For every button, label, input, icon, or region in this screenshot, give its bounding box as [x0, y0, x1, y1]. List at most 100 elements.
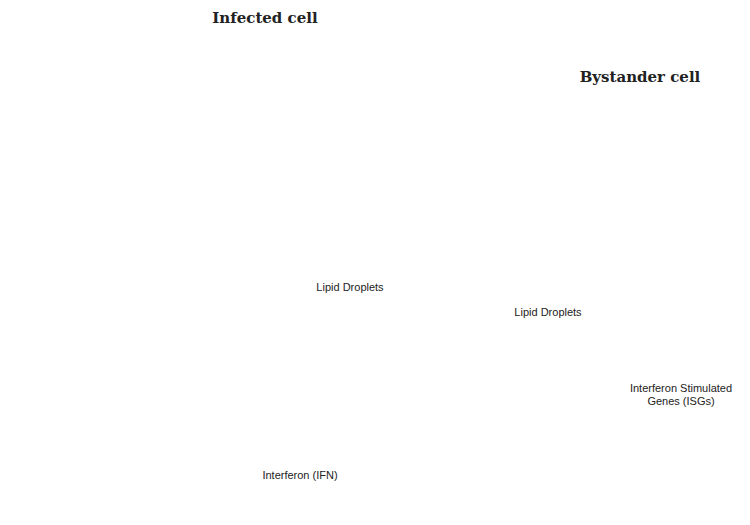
interferon-molecule: [436, 416, 450, 430]
dna-helix: [718, 427, 719, 436]
dna-helix: [131, 296, 132, 300]
inhibition-symbol: [646, 110, 656, 140]
lipid-droplet: [295, 243, 305, 253]
dna-helix: [176, 295, 177, 300]
dna-helix: [246, 293, 247, 302]
dna-helix: [653, 427, 654, 437]
up-arrow: [537, 271, 553, 282]
inhibition-symbol: [646, 110, 673, 140]
virion: [461, 85, 481, 105]
viral-rna: [122, 151, 202, 159]
nucleus: [119, 261, 263, 363]
dna-helix: [128, 293, 254, 303]
dna-helix: [713, 430, 714, 434]
dna-helix: [608, 427, 609, 436]
signal-arrow: [322, 417, 430, 452]
droplet-label: Lipid Droplets: [316, 281, 383, 294]
dna-helix: [688, 431, 689, 432]
lipid-droplet: [534, 179, 546, 191]
lipid-droplet: [261, 152, 637, 303]
virion: [265, 91, 285, 111]
lipid-droplet: [361, 186, 369, 194]
signal-arrow: [664, 150, 741, 372]
dna-helix: [668, 431, 669, 434]
dna-helix: [703, 428, 704, 436]
lipid-droplet: [392, 199, 408, 215]
signal-arrow: [178, 160, 320, 266]
dna-helix: [128, 293, 254, 303]
dna-helix: [673, 428, 674, 436]
dna-helix: [196, 297, 197, 300]
dna-helix: [678, 427, 679, 437]
virion: [613, 115, 633, 135]
droplet-label-holder: Lipid Droplets: [514, 306, 581, 319]
virus-particle: [90, 85, 111, 106]
lipid-droplet: [261, 201, 283, 223]
droplet-label: Lipid Droplets: [514, 306, 581, 319]
dna-helix: [698, 427, 699, 437]
signal-arrow: [112, 446, 288, 468]
interferon-molecule: [288, 376, 296, 384]
interferon-molecule: [270, 369, 282, 381]
bystander-cell-outline: [450, 100, 750, 520]
dna-helix: [600, 427, 722, 437]
dna-helix: [638, 428, 639, 436]
ifn-receptor: [465, 422, 481, 433]
virus-particle: [10, 18, 66, 66]
dna-helix: [628, 428, 629, 436]
ifn-receptor: [468, 403, 485, 422]
lipid-droplet: [615, 259, 637, 281]
entry-arrow: [116, 104, 168, 124]
node-label: Interferon Stimulated Genes (ISGs): [615, 382, 747, 408]
dna-helix: [693, 429, 694, 436]
bystander-cell-outline: [450, 100, 750, 520]
dna-helix: [643, 431, 644, 432]
virus-particle: [26, 36, 50, 49]
ifn-receptor: [489, 386, 509, 402]
dna-helix: [618, 429, 619, 434]
dna-helix: [171, 297, 172, 298]
dna-helix: [603, 430, 604, 434]
lipid-droplet: [565, 201, 579, 215]
dna-helix: [161, 293, 162, 303]
lipid-droplet: [543, 241, 553, 251]
up-arrow: [544, 278, 547, 300]
dna-helix: [648, 429, 649, 434]
dna-helix: [251, 293, 252, 303]
interferon-label-holder: Interferon (IFN): [262, 469, 337, 482]
dna-helix: [216, 297, 217, 298]
lipid-droplet: [325, 237, 351, 263]
release-arrow: [296, 60, 388, 82]
dna-helix: [613, 427, 614, 437]
inhibition-symbol: [651, 118, 673, 125]
infected-cell: Infected cell: [65, 25, 465, 395]
dna-helix: [241, 296, 242, 300]
lipid-droplet: [316, 231, 334, 249]
assembly-arrow: [205, 108, 262, 152]
interferon-label: Interferon (IFN): [262, 469, 337, 482]
interferon-molecule: [287, 364, 295, 372]
lipid-droplet: [338, 200, 362, 224]
ifn-receptor: [479, 395, 499, 410]
dna-helix: [236, 297, 237, 300]
dna-helix: [600, 427, 722, 437]
lipid-droplet: [566, 272, 574, 280]
ifn-receptor: [498, 380, 513, 394]
viral-rna: [122, 151, 202, 159]
interferon-molecule: [293, 449, 307, 463]
dna-helix: [623, 431, 624, 432]
lipid-droplet: [592, 236, 608, 252]
lipid-droplet: [379, 237, 405, 263]
lipid-droplet: [322, 178, 338, 194]
signal-arrow: [299, 390, 300, 438]
release-arrow: [296, 60, 388, 82]
dna-helix: [191, 296, 192, 300]
virus-particle: [90, 85, 111, 106]
dna-helix: [708, 431, 709, 434]
cell-heading: Bystander cell: [430, 68, 750, 86]
neighbour-cell: [0, 220, 125, 525]
virus-particle: [6, 10, 70, 74]
entry-arrow: [116, 104, 168, 124]
lipid-droplet: [591, 293, 601, 303]
dna-helix: [128, 293, 254, 303]
